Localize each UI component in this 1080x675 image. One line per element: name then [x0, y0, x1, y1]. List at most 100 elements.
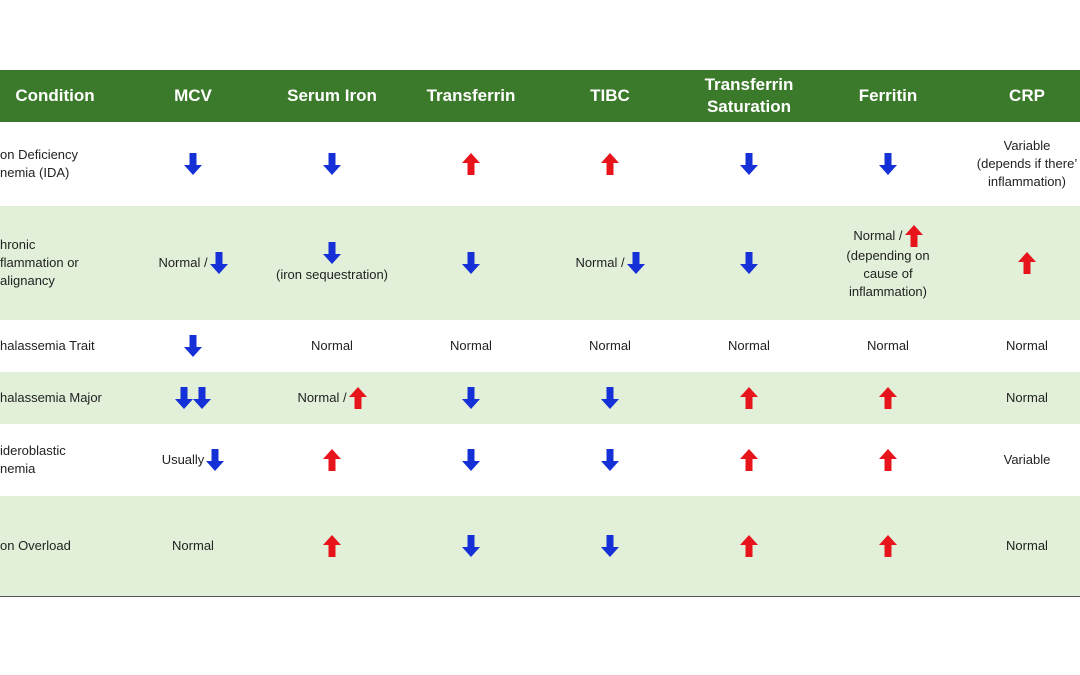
table-row: on Overload Normal Normal	[0, 496, 1080, 596]
condition-label: nemia (IDA)	[0, 165, 70, 180]
value-cell	[402, 424, 540, 496]
arrow-down-icon	[601, 449, 619, 471]
column-header-label: TIBC	[590, 86, 630, 105]
column-header-label: Saturation	[706, 97, 792, 116]
arrow-up-icon	[462, 153, 480, 175]
condition-label: flammation or	[0, 255, 79, 270]
arrow-down-icon	[184, 153, 202, 175]
value-cell: Normal	[680, 320, 818, 372]
arrow-down-icon	[209, 252, 228, 274]
value-text: Normal	[450, 338, 492, 353]
value-cell: Usually	[133, 424, 253, 496]
value-cell	[813, 372, 963, 424]
condition-label: halassemia Trait	[0, 338, 95, 353]
condition-label: on Deficiency	[0, 147, 79, 162]
value-text: (depends if there’	[976, 156, 1078, 171]
arrow-up-icon	[348, 387, 367, 409]
value-text: Normal	[172, 538, 214, 553]
arrow-down-icon	[601, 535, 619, 557]
value-cell	[133, 320, 253, 372]
arrow-down-icon	[175, 387, 193, 409]
value-cell: Normal	[133, 496, 253, 596]
value-text: inflammation)	[848, 284, 927, 299]
table-row: on Deficiency nemia (IDA) Variable(depends…	[0, 122, 1080, 206]
value-cell	[133, 122, 253, 206]
condition-label: halassemia Major	[0, 390, 102, 405]
column-header: Condition	[0, 70, 115, 122]
value-cell	[541, 496, 679, 596]
condition-label: on Overload	[0, 538, 71, 553]
value-cell	[263, 424, 401, 496]
table-row: halassemia Major Normal / Normal	[0, 372, 1080, 424]
value-cell: Normal /	[541, 206, 679, 320]
arrow-up-icon	[879, 449, 897, 471]
value-cell	[813, 122, 963, 206]
value-cell: (iron sequestration)	[263, 206, 401, 320]
arrow-up-icon	[1018, 252, 1036, 274]
column-header: MCV	[133, 70, 253, 122]
value-cell	[541, 424, 679, 496]
value-prefix: Usually	[161, 452, 205, 467]
arrow-down-icon	[184, 335, 202, 357]
column-header-label: Serum Iron	[287, 86, 377, 105]
column-header: Serum Iron	[263, 70, 401, 122]
value-cell	[402, 206, 540, 320]
value-cell: Variable(depends if there’inflammation)	[962, 122, 1080, 206]
value-cell: Normal /	[263, 372, 401, 424]
condition-cell: halassemia Trait	[0, 320, 130, 372]
value-text: (depending on	[846, 248, 930, 263]
value-cell: Normal	[962, 320, 1080, 372]
column-header: CRP	[962, 70, 1080, 122]
value-text: Normal	[311, 338, 353, 353]
arrow-up-icon	[740, 387, 758, 409]
value-text: Variable	[1003, 452, 1051, 467]
value-text: Normal	[589, 338, 631, 353]
arrow-up-icon	[879, 535, 897, 557]
value-cell: Normal / (depending on cause of inflammatio…	[813, 206, 963, 320]
arrow-down-icon	[462, 535, 480, 557]
arrow-down-icon	[206, 449, 225, 471]
column-header-label: Transferrin	[426, 86, 516, 105]
table-row: halassemia Trait Normal Normal Normal Normal…	[0, 320, 1080, 372]
arrow-down-icon	[462, 252, 480, 274]
column-header-label: Transferrin	[704, 75, 794, 94]
value-cell	[680, 496, 818, 596]
column-header-label: MCV	[174, 86, 212, 105]
arrow-down-icon	[740, 252, 758, 274]
condition-label: alignancy	[0, 273, 55, 288]
value-prefix: Normal /	[297, 390, 347, 405]
value-cell	[541, 372, 679, 424]
value-cell	[402, 496, 540, 596]
value-cell	[263, 122, 401, 206]
value-cell: Normal	[962, 496, 1080, 596]
arrow-down-icon	[462, 387, 480, 409]
value-cell: Normal	[962, 372, 1080, 424]
value-cell	[813, 424, 963, 496]
table-bottom-border	[0, 596, 1080, 597]
value-text: (iron sequestration)	[276, 267, 388, 282]
value-cell	[680, 372, 818, 424]
value-text: Normal	[1006, 390, 1048, 405]
value-prefix: Normal /	[853, 228, 903, 243]
column-header-label: Condition	[15, 86, 95, 105]
condition-label: nemia	[0, 461, 36, 476]
value-cell	[680, 122, 818, 206]
arrow-up-icon	[323, 535, 341, 557]
value-text: Normal	[1006, 538, 1048, 553]
value-prefix: Normal /	[158, 255, 208, 270]
value-cell	[541, 122, 679, 206]
value-cell	[263, 496, 401, 596]
arrow-down-icon	[462, 449, 480, 471]
value-text: cause of	[863, 266, 913, 281]
value-cell	[402, 122, 540, 206]
arrow-up-icon	[740, 449, 758, 471]
value-cell	[680, 424, 818, 496]
column-header: Ferritin	[813, 70, 963, 122]
value-cell: Normal	[402, 320, 540, 372]
